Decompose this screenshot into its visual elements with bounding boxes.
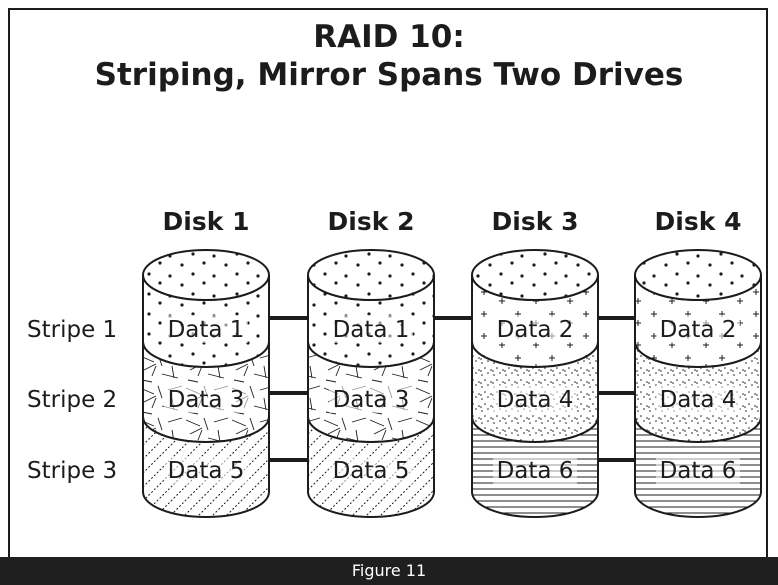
stripe-label-1: Stripe 1: [27, 317, 117, 343]
disk-label-4: Disk 4: [655, 207, 742, 236]
disk-1-cell-2: Data 3: [168, 387, 245, 413]
disk-4-cell-1: Data 2: [660, 317, 737, 343]
disk-3-cell-3: Data 6: [497, 458, 574, 484]
disk-2-cell-2: Data 3: [333, 387, 410, 413]
figure-title: RAID 10: Striping, Mirror Spans Two Driv…: [0, 18, 778, 94]
mirror-links: [269, 316, 635, 462]
figure-caption: Figure 11: [0, 557, 778, 585]
raid10-diagram: Disk 1 Data 1 Data 3 Data 5 Disk 2 Data 1 Data…: [27, 207, 762, 518]
disk-3-top-cap: [471, 249, 599, 301]
disk-1-cell-3: Data 5: [168, 458, 245, 484]
diagram-labels: Disk 1 Data 1 Data 3 Data 5 Disk 2 Data 1 Data…: [27, 207, 741, 484]
disk-2-top-cap: [307, 249, 435, 301]
disk-1-cell-1: Data 1: [168, 317, 245, 343]
disk-3-cell-1: Data 2: [497, 317, 574, 343]
disk-label-3: Disk 3: [492, 207, 579, 236]
disk-2-cell-1: Data 1: [333, 317, 410, 343]
disk-label-1: Disk 1: [163, 207, 250, 236]
stripe-label-3: Stripe 3: [27, 458, 117, 484]
disk-4-top-cap: [634, 249, 762, 301]
title-line-1: RAID 10:: [313, 19, 465, 55]
disk-3-cell-2: Data 4: [497, 387, 574, 413]
disk-1-top-cap: [142, 249, 270, 301]
disk-4-cell-3: Data 6: [660, 458, 737, 484]
title-line-2: Striping, Mirror Spans Two Drives: [94, 57, 684, 93]
stripe-label-2: Stripe 2: [27, 387, 117, 413]
disk-4-cell-2: Data 4: [660, 387, 737, 413]
disk-1: [142, 249, 270, 518]
disk-label-2: Disk 2: [328, 207, 415, 236]
disk-2-cell-3: Data 5: [333, 458, 410, 484]
